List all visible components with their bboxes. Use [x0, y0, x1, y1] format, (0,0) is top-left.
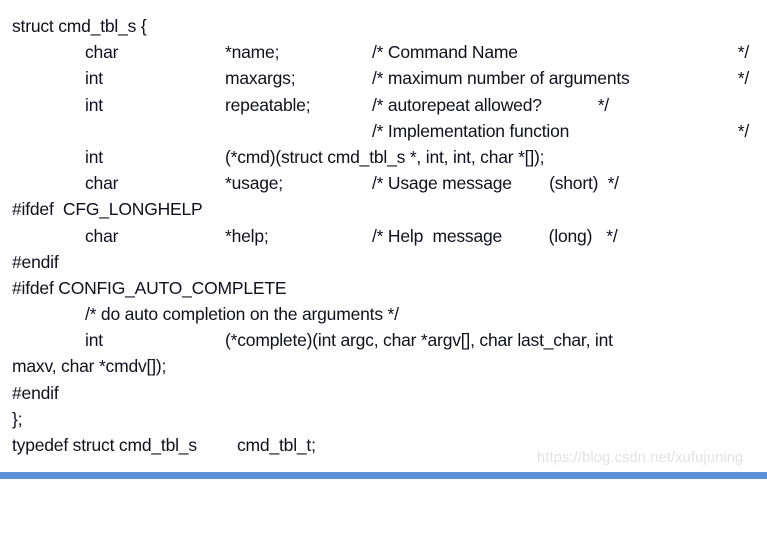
code-line-member-help: char *help; /* Help message (long) */ [0, 223, 767, 249]
code-typedef-decl: typedef struct cmd_tbl_s [12, 435, 197, 455]
code-type: int [85, 330, 103, 351]
code-line-comment-implementation: /* Implementation function */ [0, 118, 767, 144]
code-type: int [85, 146, 103, 167]
code-comment-end: */ [737, 42, 749, 63]
code-comment-end: */ [737, 120, 749, 141]
code-comment: /* Usage message (short) */ [372, 173, 619, 194]
code-preprocessor: #ifdef CONFIG_AUTO_COMPLETE [12, 277, 287, 298]
code-field: repeatable; [225, 94, 311, 115]
code-text: struct cmd_tbl_s { [12, 16, 147, 36]
code-line-complete-continuation: maxv, char *cmdv[]); [0, 353, 767, 379]
code-comment: /* autorepeat allowed? */ [372, 94, 609, 115]
code-line-struct-close: }; [0, 406, 767, 432]
code-line-ifdef-config-auto-complete: #ifdef CONFIG_AUTO_COMPLETE [0, 275, 767, 301]
code-field: maxargs; [225, 68, 296, 89]
code-type: char [85, 42, 119, 63]
code-type: int [85, 68, 103, 89]
code-line-member-maxargs: int maxargs; /* maximum number of argume… [0, 65, 767, 91]
code-comment-end: */ [737, 68, 749, 89]
code-preprocessor: #endif [12, 251, 59, 272]
code-line-endif-1: #endif [0, 249, 767, 275]
code-typedef-alias: cmd_tbl_t; [237, 435, 316, 455]
code-field: *name; [225, 42, 280, 63]
code-text: }; [12, 408, 23, 429]
code-line-member-name: char *name; /* Command Name */ [0, 39, 767, 65]
code-field: (*cmd)(struct cmd_tbl_s *, int, int, cha… [225, 146, 545, 167]
code-line-struct-open: struct cmd_tbl_s { [0, 13, 767, 39]
bottom-accent-bar [0, 472, 767, 479]
code-line-comment-auto-completion: /* do auto completion on the arguments *… [0, 301, 767, 327]
code-type: char [85, 225, 119, 246]
code-field: (*complete)(int argc, char *argv[], char… [225, 330, 613, 351]
code-text: maxv, char *cmdv[]); [12, 356, 167, 377]
code-comment: /* maximum number of arguments [372, 68, 630, 89]
code-line-member-usage: char *usage; /* Usage message (short) */ [0, 170, 767, 196]
code-line-typedef: typedef struct cmd_tbl_s cmd_tbl_t; [0, 432, 767, 458]
code-line-endif-2: #endif [0, 380, 767, 406]
code-listing: struct cmd_tbl_s { char *name; /* Comman… [0, 13, 767, 458]
code-field: *usage; [225, 173, 283, 194]
code-preprocessor: #endif [12, 382, 59, 403]
code-comment: /* do auto completion on the arguments *… [85, 304, 399, 325]
code-line-member-repeatable: int repeatable; /* autorepeat allowed? *… [0, 92, 767, 118]
bottom-filler [0, 479, 767, 483]
code-type: int [85, 94, 103, 115]
code-type: char [85, 173, 119, 194]
code-line-member-cmd: int (*cmd)(struct cmd_tbl_s *, int, int,… [0, 144, 767, 170]
code-comment: /* Command Name [372, 42, 518, 63]
code-preprocessor: #ifdef CFG_LONGHELP [12, 199, 203, 220]
code-field: *help; [225, 225, 269, 246]
code-comment: /* Implementation function [372, 120, 570, 141]
code-line-ifdef-cfg-longhelp: #ifdef CFG_LONGHELP [0, 196, 767, 222]
code-comment: /* Help message (long) */ [372, 225, 618, 246]
code-line-member-complete: int (*complete)(int argc, char *argv[], … [0, 327, 767, 353]
